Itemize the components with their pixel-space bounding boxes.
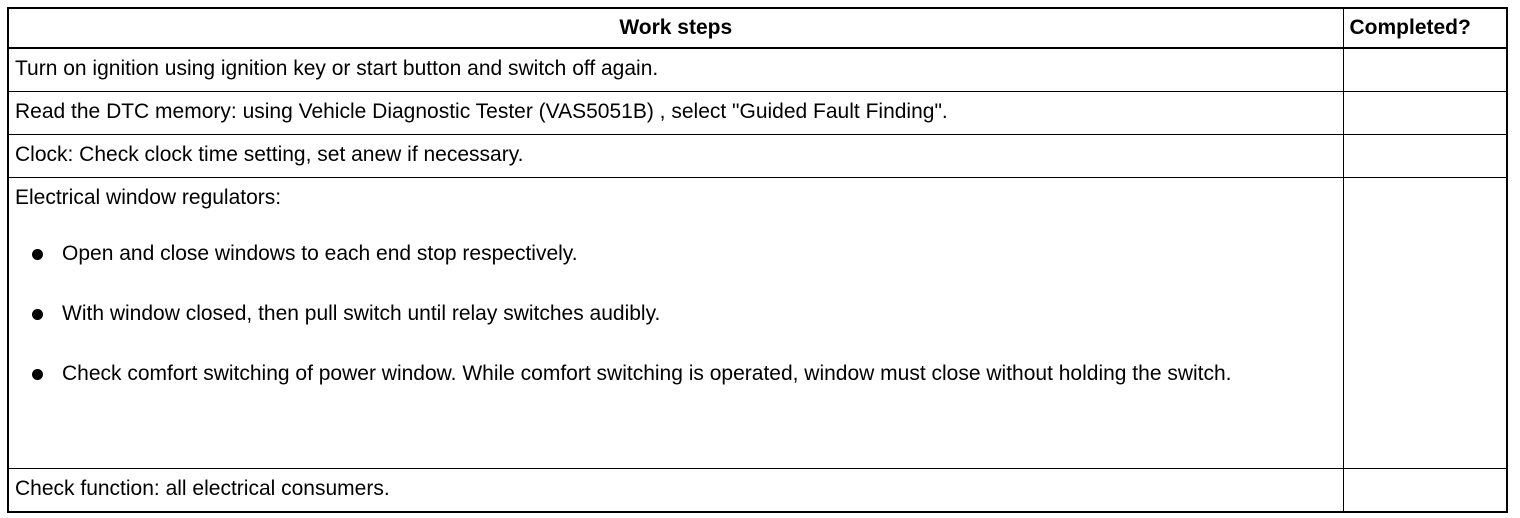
list-item: With window closed, then pull switch unt…	[15, 298, 1337, 329]
completed-cell[interactable]	[1342, 134, 1508, 178]
work-steps-table: Work steps Completed? Turn on ignition u…	[7, 7, 1508, 513]
step-text: Check function: all electrical consumers…	[7, 468, 1344, 513]
bullet-icon	[32, 369, 43, 380]
bullet-icon	[32, 309, 43, 320]
completed-header: Completed?	[1342, 7, 1508, 49]
list-item: Open and close windows to each end stop …	[15, 238, 1337, 269]
bullet-text: Open and close windows to each end stop …	[62, 242, 578, 265]
table-header-row: Work steps Completed?	[7, 7, 1508, 49]
step-text: Electrical window regulators:	[15, 186, 282, 209]
bullet-icon	[32, 249, 43, 260]
bullet-list: Open and close windows to each end stop …	[15, 238, 1337, 389]
step-text: Read the DTC memory: using Vehicle Diagn…	[7, 91, 1344, 135]
step-text: Clock: Check clock time setting, set ane…	[7, 134, 1344, 178]
table-row: Check function: all electrical consumers…	[7, 468, 1508, 513]
completed-cell[interactable]	[1342, 47, 1508, 92]
completed-cell[interactable]	[1342, 177, 1508, 469]
table-row: Turn on ignition using ignition key or s…	[7, 47, 1508, 92]
step-cell-window-regulators: Electrical window regulators: Open and c…	[7, 177, 1344, 469]
table-row: Read the DTC memory: using Vehicle Diagn…	[7, 91, 1508, 135]
step-text: Turn on ignition using ignition key or s…	[7, 47, 1344, 92]
table-row: Clock: Check clock time setting, set ane…	[7, 134, 1508, 178]
completed-cell[interactable]	[1342, 468, 1508, 513]
list-item: Check comfort switching of power window.…	[15, 358, 1337, 389]
work-steps-header: Work steps	[7, 7, 1344, 49]
table-row: Electrical window regulators: Open and c…	[7, 177, 1508, 469]
bullet-text: Check comfort switching of power window.…	[62, 362, 1232, 385]
bullet-text: With window closed, then pull switch unt…	[62, 302, 661, 325]
completed-cell[interactable]	[1342, 91, 1508, 135]
